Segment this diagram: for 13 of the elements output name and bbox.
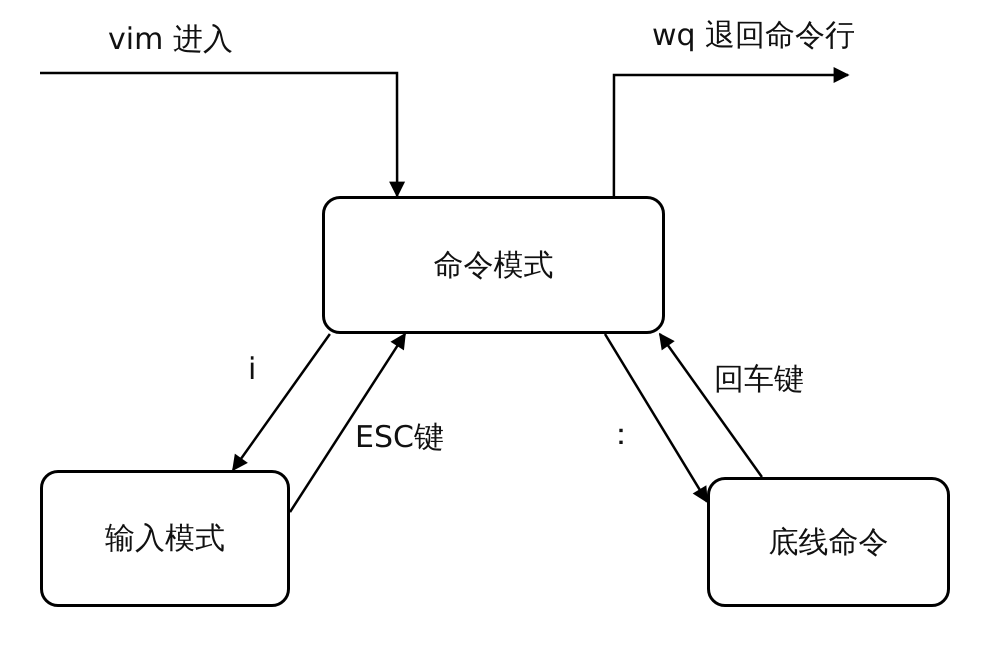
mode-box [322, 196, 665, 334]
mode-label: 底线命令 [768, 524, 888, 562]
mode-box [707, 477, 950, 607]
arrow [604, 333, 708, 504]
arrow [658, 332, 763, 478]
arrow [232, 333, 331, 472]
arrow [612, 67, 850, 196]
mode-label: 输入模式 [105, 520, 225, 558]
mode-label: 命令模式 [434, 246, 554, 284]
mode-box [40, 470, 290, 607]
arrow [40, 72, 406, 198]
edge-label: wq 退回命令行 [652, 18, 856, 54]
arrow [288, 332, 406, 513]
